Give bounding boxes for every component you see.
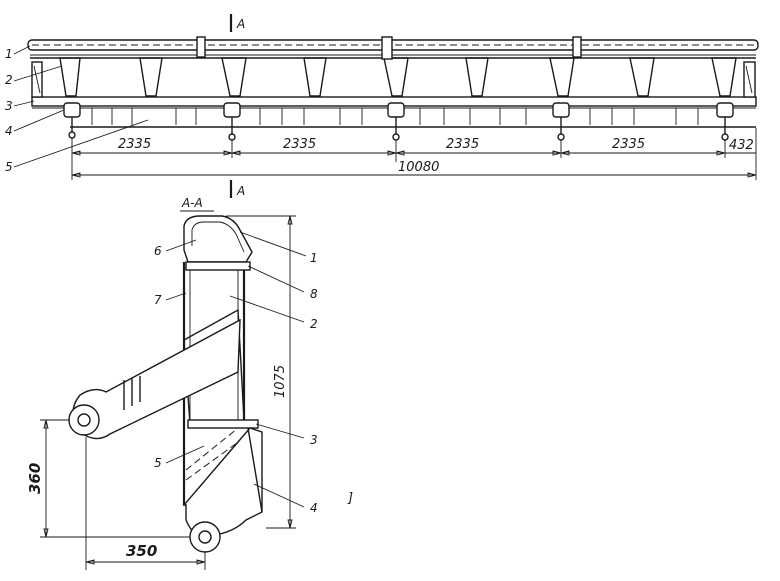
top-brackets [196, 36, 582, 60]
leader-5 [13, 119, 149, 168]
height-dim-arrows [287, 215, 293, 529]
callout-4: 4 [5, 124, 13, 138]
strut [383, 57, 409, 97]
pivot-height-dim: 360 [26, 463, 44, 494]
leader-1 [13, 45, 31, 55]
hangers [63, 102, 734, 141]
hanger-eye [68, 131, 76, 139]
leader-s5 [165, 445, 205, 464]
hanger-eye [557, 133, 565, 141]
lower-bracket [182, 427, 263, 535]
pivot-offset-dim: 350 [126, 542, 157, 560]
strut [139, 57, 163, 97]
leader-4 [13, 109, 65, 132]
flange-plate [185, 261, 251, 271]
section-mark-top: A [236, 17, 245, 31]
strut [59, 57, 81, 97]
rail-cap-inner [191, 221, 245, 253]
hanger [223, 102, 241, 118]
leader-s7 [165, 292, 187, 301]
pivot-top-inner [77, 413, 91, 427]
hanger-eye [228, 133, 236, 141]
lower-bracket-edge [247, 427, 263, 513]
rail-cap [183, 215, 253, 263]
leader-s6 [165, 239, 197, 252]
struts [59, 57, 737, 97]
hanger [716, 102, 734, 118]
strut [549, 57, 575, 97]
leader-s4 [253, 483, 305, 508]
hanger [63, 102, 81, 118]
callout-2: 2 [5, 73, 13, 87]
end-dim: 432 [729, 138, 754, 153]
leader-2 [13, 65, 63, 82]
leader-3 [13, 100, 35, 107]
strut [465, 57, 489, 97]
callout-1: 1 [5, 47, 13, 61]
top-bracket [381, 36, 393, 60]
section-title: A-A [181, 196, 203, 210]
overall-dim: 10080 [398, 160, 439, 175]
right-end-block [743, 61, 756, 98]
callout-3: 3 [5, 99, 13, 113]
section-mark-bottom: A [236, 184, 245, 198]
top-bracket [572, 36, 582, 58]
leader-s2 [229, 295, 305, 323]
overall-dim-arrows [71, 172, 757, 178]
top-bracket [196, 36, 206, 58]
span-dim-2: 2335 [283, 137, 316, 152]
callout-s8: 8 [310, 287, 318, 301]
span-dim-4: 2335 [612, 137, 645, 152]
callout-s7: 7 [154, 293, 162, 307]
right-end-hatch [745, 65, 753, 94]
callout-s4: 4 [310, 501, 318, 515]
pivot-offset-arrows [85, 559, 206, 565]
hanger-eye [721, 133, 729, 141]
pivot-bottom-inner [198, 530, 212, 544]
lower-flange [187, 419, 259, 429]
strut [303, 57, 327, 97]
callout-s3: 3 [310, 433, 318, 447]
callout-s2: 2 [310, 317, 318, 331]
section-view: A-A [26, 196, 318, 570]
strut [629, 57, 655, 97]
left-end-hatch [33, 65, 41, 94]
callout-5: 5 [5, 160, 13, 174]
pivot-height-arrows [43, 419, 49, 538]
span-dim-3: 2335 [446, 137, 479, 152]
dim-arrow [71, 150, 726, 156]
callout-s5: 5 [154, 456, 162, 470]
leader-s8 [247, 265, 305, 293]
elevation-view: A A 1 2 3 4 5 2335 2335 2335 2335 432 10… [5, 14, 759, 198]
hanger-eye [392, 133, 400, 141]
strut [711, 57, 737, 97]
height-dim: 1075 [273, 365, 288, 398]
stray-mark: ] [347, 491, 353, 506]
hanger [387, 102, 405, 118]
callout-s1: 1 [310, 251, 318, 265]
leader-s3 [255, 423, 305, 439]
ribs [91, 108, 699, 125]
hanger [552, 102, 570, 118]
span-dim-1: 2335 [118, 137, 151, 152]
strut [221, 57, 247, 97]
leader-s1 [239, 231, 307, 257]
callout-s6: 6 [154, 244, 162, 258]
